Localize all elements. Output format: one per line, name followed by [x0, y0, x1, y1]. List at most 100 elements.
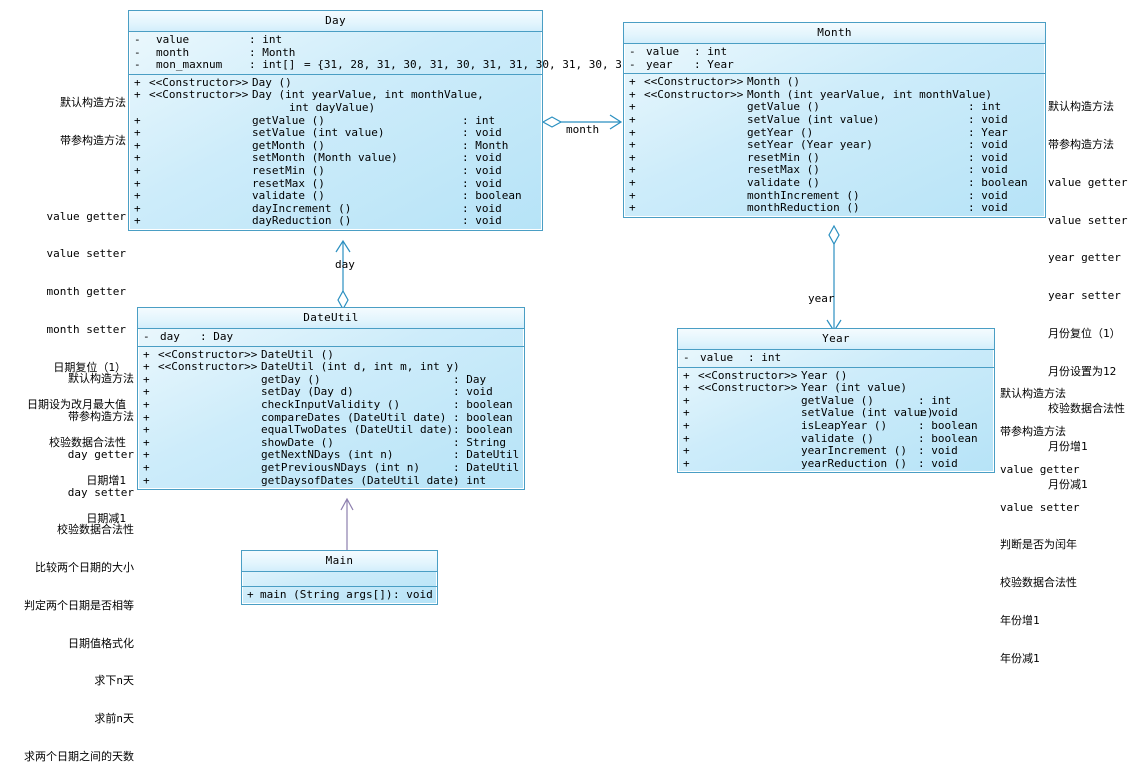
operation-row: + isLeapYear () : boolean [678, 418, 994, 433]
annotation-line [0, 173, 126, 186]
operation-row: + getValue () : int [624, 101, 1045, 114]
annotation-line: month getter [46, 285, 126, 299]
operation-return-type: : boolean [918, 418, 978, 432]
annotation-line: 校验数据合法性 [1000, 576, 1077, 590]
operation-row: + validate () : boolean [678, 431, 994, 446]
annotation-group-dateutil: 默认构造方法 带参构造方法 day getter day setter 校验数据… [0, 348, 134, 776]
operation-row: + showDate () : String [138, 435, 524, 450]
operation-signature: getMonth () [252, 138, 325, 152]
operation-row: + setDay (Day d) : void [138, 386, 524, 399]
visibility-marker: + [629, 87, 636, 101]
annotation-line: 默认构造方法 [68, 372, 134, 386]
operation-signature: getDaysofDates (DateUtil date) [261, 473, 460, 487]
operation-row: + resetMin () : void [129, 164, 542, 178]
operation-signature: validate () [747, 175, 820, 189]
operation-return-type: : int [968, 100, 1002, 114]
annotation-line: 默认构造方法 [60, 96, 126, 110]
class-box-day[interactable]: Day - value : int - month : Month - mon_… [128, 10, 635, 231]
visibility-marker: + [134, 138, 141, 152]
operation-signature: setDay (Day d) [261, 385, 354, 399]
operation-return-type: : void [968, 188, 1008, 202]
visibility-marker: + [683, 381, 690, 395]
operation-row: + validate () : boolean [129, 190, 542, 203]
operation-row: + monthReduction () : void [624, 202, 1045, 215]
operation-signature: showDate () [261, 435, 334, 449]
annotation-line: 月份复位（1） [1048, 326, 1121, 340]
operation-signature: getValue () [747, 100, 820, 114]
operation-signature: yearIncrement () [801, 444, 907, 458]
operation-signature: monthIncrement () [747, 188, 860, 202]
attribute-name: month [156, 45, 190, 59]
operation-return-type: : void [453, 385, 493, 399]
visibility-marker: + [629, 75, 636, 89]
visibility-marker: - [683, 351, 690, 364]
annotation-group-month: 默认构造方法 带参构造方法 value getter value setter … [1048, 76, 1137, 504]
annotation-line: 求前n天 [94, 712, 134, 726]
operation-row: + <<Constructor>> DateUtil () [138, 347, 524, 362]
annotation-line: value setter [1000, 500, 1080, 514]
relation-label-day: day [335, 258, 355, 271]
operation-signature: Month (int yearValue, int monthValue) [747, 87, 993, 101]
operation-row: + <<Constructor>> Day (int yearValue, in… [129, 89, 542, 102]
operation-return-type: : void [918, 456, 958, 470]
operation-return-type: : void [918, 406, 958, 420]
annotation-line: 默认构造方法 [1048, 100, 1114, 114]
operation-signature: monthReduction () [747, 201, 860, 215]
class-box-main[interactable]: Main + main (String args[]) : void [241, 550, 438, 605]
operation-return-type: : void [968, 150, 1008, 164]
visibility-marker: + [683, 393, 690, 407]
stereotype: <<Constructor>> [149, 75, 249, 89]
attribute-type: : int [249, 33, 283, 46]
operation-row: + setValue (int value) : void [129, 127, 542, 140]
class-title-year: Year [678, 329, 994, 350]
stereotype: <<Constructor>> [644, 75, 744, 89]
annotation-line: 校验数据合法性 [49, 436, 126, 450]
attribute-row: - day : Day [138, 330, 524, 344]
operation-signature: Day (int yearValue, int monthValue, [252, 88, 484, 102]
attribute-type: : Month [249, 45, 296, 59]
annotation-line: 月份增1 [1048, 440, 1088, 454]
operation-return-type: : boolean [453, 397, 513, 411]
attribute-type: : Day [200, 330, 234, 343]
attribute-name: year [646, 57, 673, 71]
attribute-name: value [646, 45, 680, 58]
visibility-marker: + [629, 150, 636, 164]
operation-row: + getNextNDays (int n) : DateUtil [138, 449, 524, 462]
operation-row: + setValue (int value) : void [624, 113, 1045, 127]
operation-row: + yearIncrement () : void [678, 445, 994, 458]
class-attributes-dateutil: - day : Day [138, 329, 524, 347]
visibility-marker: + [143, 347, 150, 361]
operation-row: + getValue () : int [129, 114, 542, 128]
operation-row: + dayIncrement () : void [129, 202, 542, 216]
operation-return-type: : void [462, 151, 502, 165]
attribute-default: = {31, 28, 31, 30, 31, 30, 31, 31, 30, 3… [304, 58, 636, 72]
visibility-marker: + [629, 125, 636, 139]
annotation-line: 年份减1 [1000, 651, 1040, 665]
operation-return-type: : Month [462, 138, 509, 152]
attribute-type: : int[] [249, 58, 296, 72]
class-title-day: Day [129, 11, 542, 32]
operation-row: + monthIncrement () : void [624, 188, 1045, 203]
class-box-dateutil[interactable]: DateUtil - day : Day + <<Constructor>> D… [137, 307, 525, 491]
visibility-marker: - [629, 57, 636, 71]
operation-signature: DateUtil () [261, 347, 334, 361]
visibility-marker: + [143, 460, 150, 474]
attribute-type: : int [694, 45, 728, 58]
annotation-line: 日期复位（1） [53, 360, 126, 374]
attribute-row: - value : int [624, 45, 1045, 59]
operation-signature-cont: int dayValue) [289, 100, 376, 114]
annotation-line: 日期值格式化 [68, 636, 134, 650]
stereotype: <<Constructor>> [158, 347, 258, 361]
operation-row: + <<Constructor>> Year (int value) [678, 382, 994, 395]
class-operations-dateutil: + <<Constructor>> DateUtil () + <<Constr… [138, 347, 524, 490]
class-box-month[interactable]: Month - value : int - year : Year + <<Co… [623, 22, 1046, 218]
operation-signature: Month () [747, 75, 800, 89]
operation-row: + getYear () : Year [624, 125, 1045, 140]
operation-row: + resetMin () : void [624, 150, 1045, 165]
class-box-year[interactable]: Year - value : int + <<Constructor>> Yea… [677, 328, 995, 474]
operation-signature: Day () [252, 75, 292, 89]
visibility-marker: + [683, 431, 690, 445]
operation-return-type: : void [968, 138, 1008, 152]
annotation-line: 带参构造方法 [1048, 137, 1114, 151]
visibility-marker: + [134, 151, 141, 165]
